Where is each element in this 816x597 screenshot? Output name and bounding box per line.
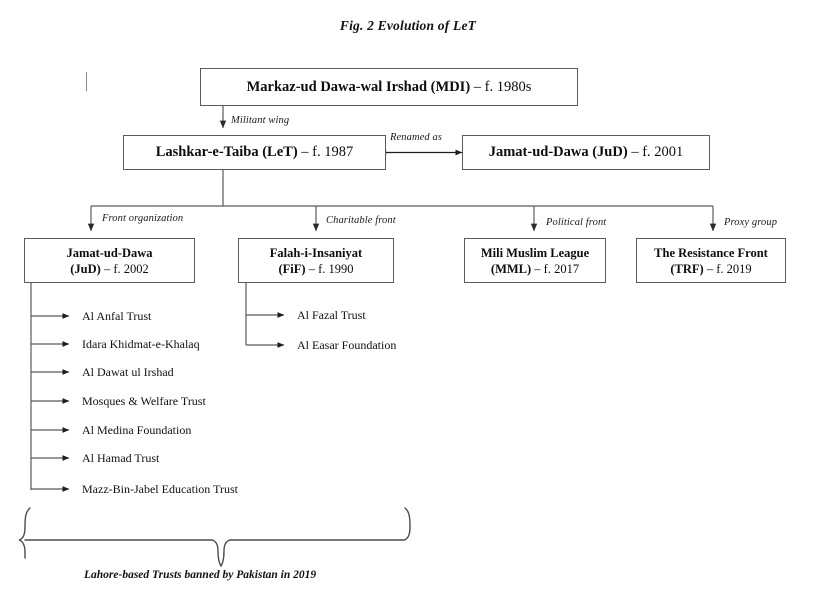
node-fif-name: Falah-i-Insaniyat bbox=[269, 245, 363, 260]
node-fif[interactable]: Falah-i-Insaniyat (FiF) – f. 1990 bbox=[238, 238, 394, 283]
node-jud-2002-name: Jamat-ud-Dawa bbox=[66, 245, 153, 260]
node-let[interactable]: Lashkar-e-Taiba (LeT) – f. 1987 bbox=[123, 135, 386, 170]
node-let-text: Lashkar-e-Taiba (LeT) – f. 1987 bbox=[155, 144, 354, 161]
list-item: Al Hamad Trust bbox=[82, 451, 160, 465]
node-jud-2002[interactable]: Jamat-ud-Dawa (JuD) – f. 2002 bbox=[24, 238, 195, 283]
list-item: Mazz-Bin-Jabel Education Trust bbox=[82, 482, 238, 496]
node-mml-name: Mili Muslim League bbox=[480, 245, 590, 260]
stray-mark bbox=[86, 72, 87, 91]
list-item: Mosques & Welfare Trust bbox=[82, 394, 206, 408]
node-trf[interactable]: The Resistance Front (TRF) – f. 2019 bbox=[636, 238, 786, 283]
edge-label-political-front: Political front bbox=[546, 217, 607, 228]
node-mdi[interactable]: Markaz-ud Dawa-wal Irshad (MDI) – f. 198… bbox=[200, 68, 578, 106]
brace-caption: Lahore-based Trusts banned by Pakistan i… bbox=[84, 569, 317, 581]
node-trf-name: The Resistance Front bbox=[654, 245, 768, 260]
edge-label-charitable-front: Charitable front bbox=[326, 215, 396, 226]
node-mml-year: (MML) – f. 2017 bbox=[490, 261, 580, 276]
list-item: Idara Khidmat-e-Khalaq bbox=[82, 337, 200, 351]
node-jud-2001-text: Jamat-ud-Dawa (JuD) – f. 2001 bbox=[488, 144, 684, 161]
node-jud-2001[interactable]: Jamat-ud-Dawa (JuD) – f. 2001 bbox=[462, 135, 710, 170]
list-item: Al Dawat ul Irshad bbox=[82, 365, 174, 379]
node-fif-year: (FiF) – f. 1990 bbox=[278, 261, 354, 276]
edge-label-front-organization: Front organization bbox=[102, 213, 184, 224]
edge-label-renamed-as: Renamed as bbox=[390, 132, 443, 143]
node-jud-2002-year: (JuD) – f. 2002 bbox=[70, 261, 149, 276]
node-mml[interactable]: Mili Muslim League (MML) – f. 2017 bbox=[464, 238, 606, 283]
edge-label-militant-wing: Militant wing bbox=[231, 115, 290, 126]
node-mdi-text: Markaz-ud Dawa-wal Irshad (MDI) – f. 198… bbox=[246, 78, 532, 95]
node-trf-year: (TRF) – f. 2019 bbox=[670, 261, 752, 276]
edge-label-proxy-group: Proxy group bbox=[724, 217, 778, 228]
list-item: Al Anfal Trust bbox=[82, 309, 152, 323]
list-item: Al Fazal Trust bbox=[297, 308, 366, 322]
figure-title: Fig. 2 Evolution of LeT bbox=[339, 18, 477, 33]
list-item: Al Easar Foundation bbox=[297, 338, 397, 352]
list-item: Al Medina Foundation bbox=[82, 423, 192, 437]
